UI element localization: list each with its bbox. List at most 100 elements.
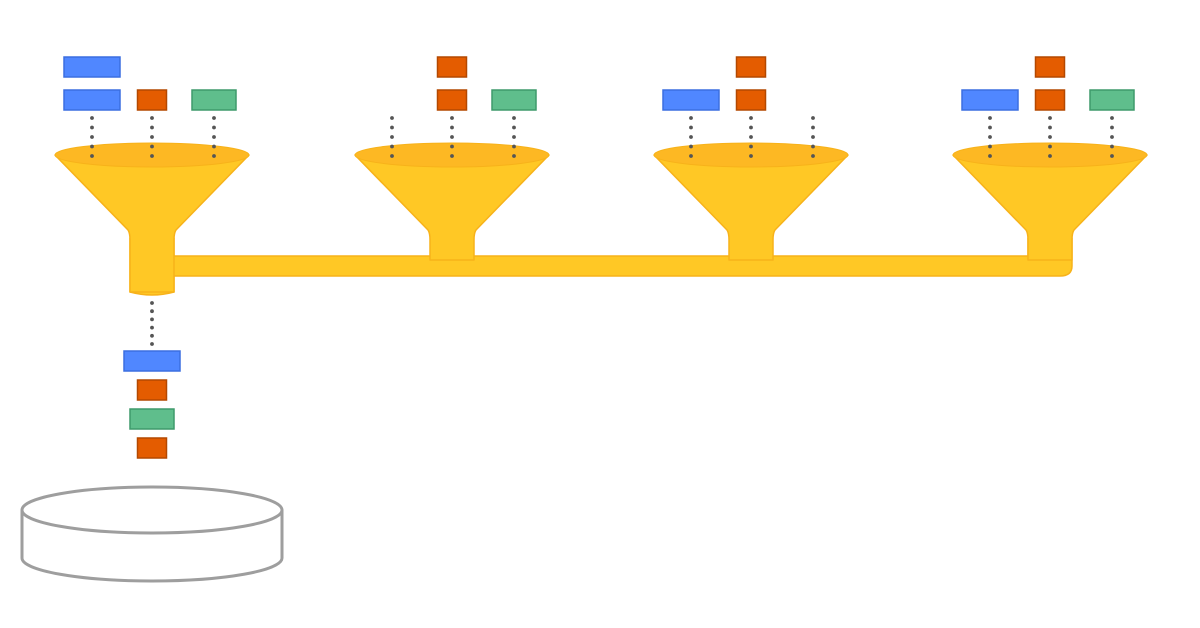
orange-block	[136, 89, 168, 111]
connector-dot	[1048, 135, 1052, 139]
funnel-cone	[54, 154, 250, 293]
connector-dot	[512, 154, 516, 158]
connector-dot	[150, 125, 154, 130]
connector-dot	[212, 125, 216, 130]
database-disk-icon	[20, 485, 284, 583]
connector-dot	[811, 125, 815, 130]
blue-block	[63, 56, 121, 78]
green-block	[129, 408, 175, 430]
orange-block	[735, 56, 767, 78]
orange-block	[436, 89, 468, 111]
connector-dot	[90, 125, 94, 130]
orange-block	[1034, 89, 1066, 111]
connector-dot	[150, 116, 154, 120]
connector-dot	[1048, 125, 1052, 130]
connector-dot	[512, 116, 516, 120]
connector-dot	[212, 144, 216, 149]
connector-dot	[150, 342, 154, 346]
connector-dot	[749, 154, 753, 158]
connector-dot	[1110, 144, 1114, 149]
connector-dot	[150, 135, 154, 139]
connector-dot	[1048, 116, 1052, 120]
connector-dot	[811, 144, 815, 149]
connector-dot	[512, 125, 516, 130]
connector-dot	[749, 144, 753, 149]
green-block	[1089, 89, 1135, 111]
connector-dot	[1048, 144, 1052, 149]
connector-dot	[150, 333, 154, 338]
orange-block	[136, 379, 168, 401]
connector-dot	[811, 135, 815, 139]
green-block	[191, 89, 237, 111]
funnel-2	[354, 142, 550, 261]
connector-dot	[90, 135, 94, 139]
connector-dot	[90, 144, 94, 149]
blue-block	[63, 89, 121, 111]
funnel-group	[54, 142, 1148, 293]
green-block	[491, 89, 537, 111]
connector-dot	[390, 135, 394, 139]
connector-dot	[390, 125, 394, 130]
connector-dot	[450, 154, 454, 158]
funnel-cone	[653, 154, 849, 261]
connector-dot	[450, 125, 454, 130]
connector-dot	[150, 309, 154, 314]
orange-block	[735, 89, 767, 111]
data-blocks	[63, 56, 1135, 111]
connector-dot	[689, 135, 693, 139]
orange-block	[436, 56, 468, 78]
pipe-body	[129, 237, 1073, 296]
connector-dot	[150, 301, 154, 305]
orange-block	[1034, 56, 1066, 78]
funnel-3	[653, 142, 849, 261]
connector-dot	[450, 135, 454, 139]
connector-dot	[749, 116, 753, 120]
connector-dot	[1110, 125, 1114, 130]
connector-dot	[988, 144, 992, 149]
connector-dot	[450, 144, 454, 149]
connector-dot	[749, 125, 753, 130]
connector-dot	[1110, 154, 1114, 158]
dotted-connectors	[90, 116, 1114, 346]
connector-dot	[150, 325, 154, 330]
connector-dot	[689, 154, 693, 158]
connector-dot	[1048, 154, 1052, 158]
funnel-4	[952, 142, 1148, 261]
connector-dot	[988, 116, 992, 120]
connector-dot	[689, 125, 693, 130]
connector-dot	[90, 154, 94, 158]
connector-dot	[450, 116, 454, 120]
connector-dot	[390, 154, 394, 158]
connector-dot	[512, 144, 516, 149]
merge-pipe	[129, 237, 1073, 296]
connector-dot	[988, 135, 992, 139]
connector-dot	[689, 144, 693, 149]
disk-top	[20, 485, 284, 535]
connector-dot	[212, 154, 216, 158]
connector-dot	[212, 116, 216, 120]
blue-block	[662, 89, 720, 111]
connector-dot	[212, 135, 216, 139]
funnel-cone	[952, 154, 1148, 261]
connector-dot	[1110, 116, 1114, 120]
blue-block	[123, 350, 181, 372]
connector-dot	[150, 154, 154, 158]
connector-dot	[749, 135, 753, 139]
funnel-cone	[354, 154, 550, 261]
output-stack	[123, 350, 181, 459]
connector-dot	[811, 116, 815, 120]
connector-dot	[689, 116, 693, 120]
connector-dot	[150, 317, 154, 322]
connector-dot	[390, 144, 394, 149]
connector-dot	[90, 116, 94, 120]
connector-dot	[988, 125, 992, 130]
blue-block	[961, 89, 1019, 111]
connector-dot	[150, 144, 154, 149]
connector-dot	[390, 116, 394, 120]
orange-block	[136, 437, 168, 459]
connector-dot	[512, 135, 516, 139]
connector-dot	[1110, 135, 1114, 139]
connector-dot	[988, 154, 992, 158]
